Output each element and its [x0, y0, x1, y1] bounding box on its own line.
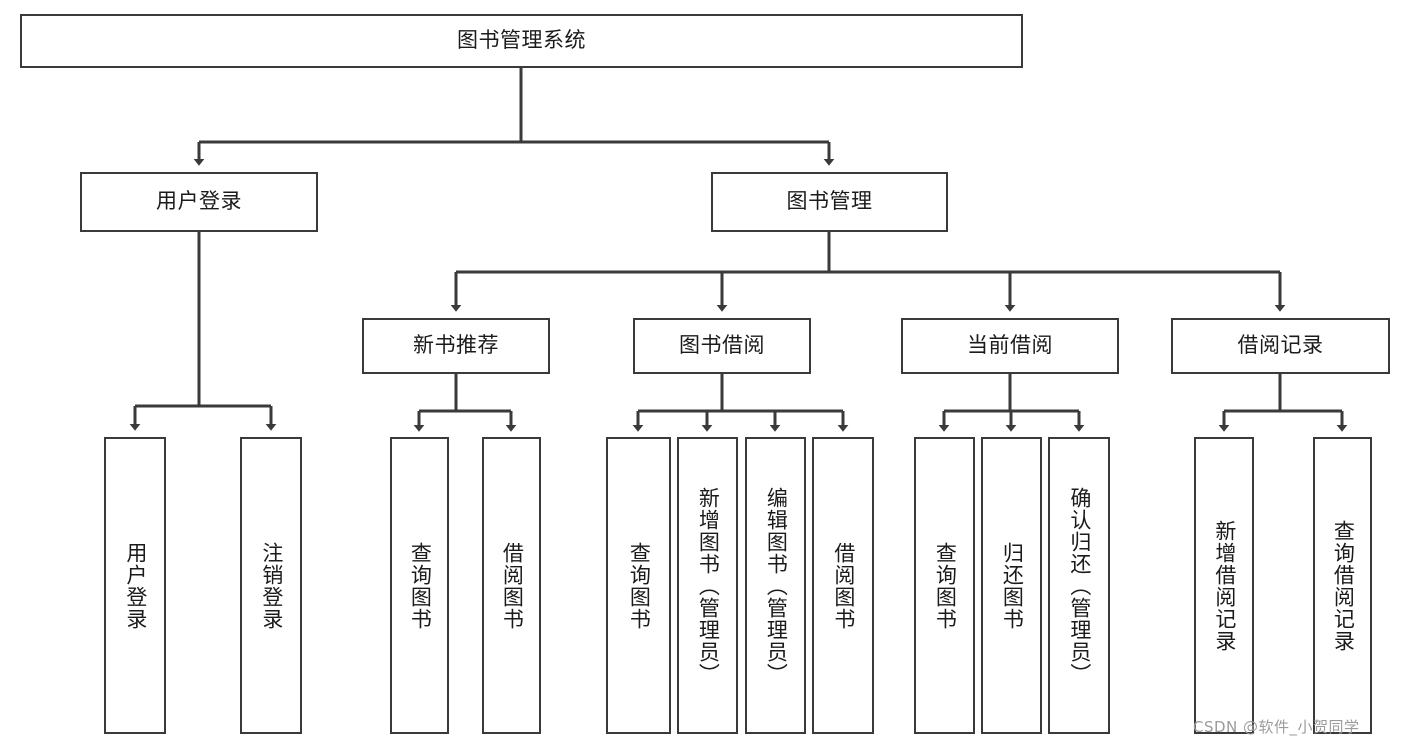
- node-current-borrow[interactable]: 当前借阅: [901, 318, 1119, 374]
- node-leaf-query-book-current-label: 查询图书: [933, 541, 958, 630]
- node-leaf-add-book[interactable]: 新增图书（管理员）: [677, 437, 738, 734]
- node-leaf-borrow-book-rec[interactable]: 借阅图书: [482, 437, 541, 734]
- node-leaf-query-book-borrow-label: 查询图书: [627, 541, 652, 630]
- node-root-label: 图书管理系统: [457, 28, 586, 53]
- node-new-book-recommend[interactable]: 新书推荐: [362, 318, 550, 374]
- node-user-login-label: 用户登录: [156, 189, 242, 214]
- node-leaf-user-login-label: 用户登录: [123, 541, 148, 630]
- node-leaf-query-borrow-record-label: 查询借阅记录: [1331, 519, 1356, 652]
- node-book-borrow[interactable]: 图书借阅: [633, 318, 811, 374]
- node-root[interactable]: 图书管理系统: [20, 14, 1023, 68]
- node-leaf-user-login[interactable]: 用户登录: [104, 437, 166, 734]
- csdn-watermark: CSDN @软件_小贺同学: [1193, 718, 1360, 736]
- node-leaf-add-book-label: 新增图书（管理员）: [696, 486, 721, 685]
- node-leaf-confirm-return-label: 确认归还（管理员）: [1067, 486, 1092, 685]
- node-leaf-confirm-return[interactable]: 确认归还（管理员）: [1048, 437, 1110, 734]
- node-borrow-record[interactable]: 借阅记录: [1171, 318, 1390, 374]
- node-leaf-edit-book[interactable]: 编辑图书（管理员）: [745, 437, 806, 734]
- node-leaf-edit-book-label: 编辑图书（管理员）: [764, 486, 789, 685]
- node-leaf-query-book-current[interactable]: 查询图书: [914, 437, 975, 734]
- node-leaf-query-book-rec-label: 查询图书: [408, 541, 433, 630]
- node-book-management[interactable]: 图书管理: [711, 172, 948, 232]
- node-book-management-label: 图书管理: [786, 189, 873, 214]
- node-leaf-borrow-book[interactable]: 借阅图书: [812, 437, 874, 734]
- node-new-book-recommend-label: 新书推荐: [413, 333, 499, 358]
- node-leaf-borrow-book-rec-label: 借阅图书: [500, 541, 525, 630]
- node-leaf-return-book[interactable]: 归还图书: [981, 437, 1042, 734]
- node-book-borrow-label: 图书借阅: [679, 333, 765, 358]
- node-user-login[interactable]: 用户登录: [80, 172, 318, 232]
- node-leaf-query-borrow-record[interactable]: 查询借阅记录: [1313, 437, 1372, 734]
- node-leaf-return-book-label: 归还图书: [1000, 541, 1025, 630]
- node-leaf-add-borrow-record[interactable]: 新增借阅记录: [1194, 437, 1254, 734]
- node-leaf-query-book-borrow[interactable]: 查询图书: [606, 437, 671, 734]
- node-leaf-add-borrow-record-label: 新增借阅记录: [1212, 519, 1237, 652]
- node-leaf-logout-login-label: 注销登录: [259, 541, 284, 630]
- node-leaf-borrow-book-label: 借阅图书: [831, 541, 856, 630]
- node-borrow-record-label: 借阅记录: [1237, 333, 1324, 358]
- node-leaf-logout-login[interactable]: 注销登录: [240, 437, 302, 734]
- node-leaf-query-book-rec[interactable]: 查询图书: [390, 437, 449, 734]
- node-current-borrow-label: 当前借阅: [967, 333, 1053, 358]
